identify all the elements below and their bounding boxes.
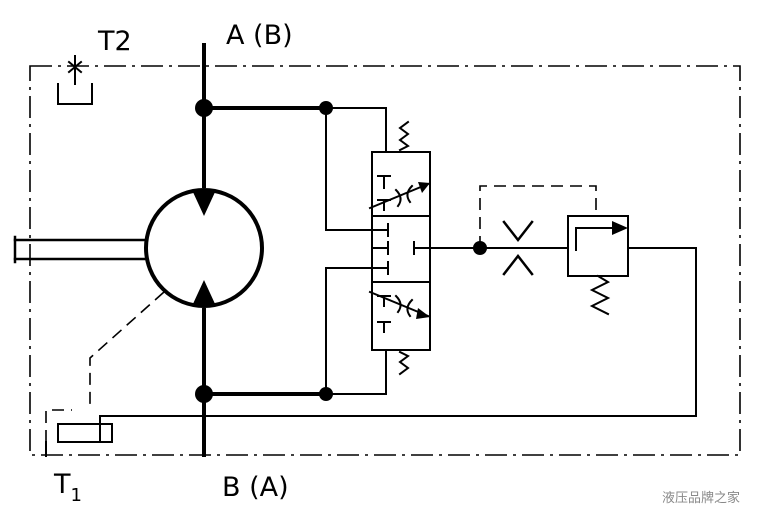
enclosure-boundary [29,65,741,456]
motor-shaft [13,235,148,264]
flow-triangle-top [192,190,216,216]
valve-spring-top [398,120,410,152]
junction-dot [319,101,333,115]
connecting-lines [202,106,569,396]
hydraulic-motor [144,188,264,308]
directional-valve [368,120,431,376]
tank-t1 [45,409,113,457]
watermark: 液压品牌之家 [662,490,740,506]
junction-dot [195,385,213,403]
port-label-top: A (B) [226,20,293,51]
junction-dot [319,387,333,401]
tank-t2 [57,55,93,105]
relief-valve [99,215,697,441]
drain-line [89,291,165,404]
valve-spring-bottom [398,350,410,376]
junction-dot [195,99,213,117]
tank-label-t1: T1 [53,469,82,506]
pilot-line [479,185,597,248]
port-label-bottom: B (A) [222,472,289,503]
flow-triangle-bottom [192,280,216,306]
throttle-orifice [502,220,534,276]
junction-dots [195,99,487,403]
relief-spring [589,274,611,316]
tank-label-t2: T2 [97,26,132,57]
